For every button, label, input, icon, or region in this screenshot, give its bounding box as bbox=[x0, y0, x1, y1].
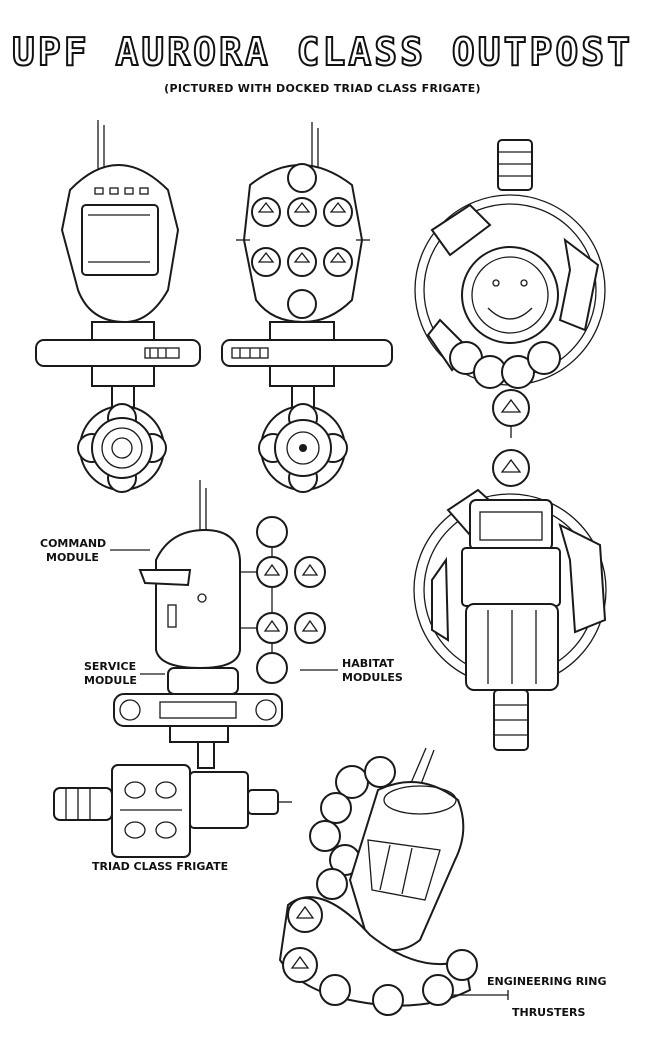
command-module-label-line1: COMMAND bbox=[40, 537, 107, 550]
engineering-ring-label: ENGINEERING RING bbox=[487, 975, 607, 988]
outpost-perspective-view bbox=[278, 747, 478, 1016]
habitat-modules-label-line1: HABITAT bbox=[342, 657, 395, 670]
service-module-label-line1: SERVICE bbox=[84, 660, 137, 673]
triad-frigate-label: TRIAD CLASS FRIGATE bbox=[92, 860, 229, 873]
service-module-label-line2: MODULE bbox=[84, 674, 137, 687]
habitat-modules-label-line2: MODULES bbox=[342, 671, 403, 684]
outpost-side-view bbox=[113, 480, 326, 769]
habitat-modules-label: HABITAT MODULES bbox=[342, 657, 403, 685]
diagram-subtitle: (PICTURED WITH DOCKED TRIAD CLASS FRIGAT… bbox=[164, 82, 481, 95]
command-module-label-line2: MODULE bbox=[46, 551, 99, 564]
diagram-title: UPF AURORA CLASS OUTPOST bbox=[11, 29, 634, 75]
command-module-label: COMMAND MODULE bbox=[40, 537, 106, 565]
outpost-bottom-view bbox=[413, 449, 607, 751]
thrusters-label: THRUSTERS bbox=[512, 1006, 586, 1019]
outpost-top-view bbox=[414, 139, 606, 438]
triad-frigate-drawing bbox=[53, 764, 292, 858]
outpost-rear-view bbox=[221, 122, 393, 493]
service-module-label: SERVICE MODULE bbox=[84, 660, 137, 688]
outpost-front-view bbox=[35, 120, 201, 493]
